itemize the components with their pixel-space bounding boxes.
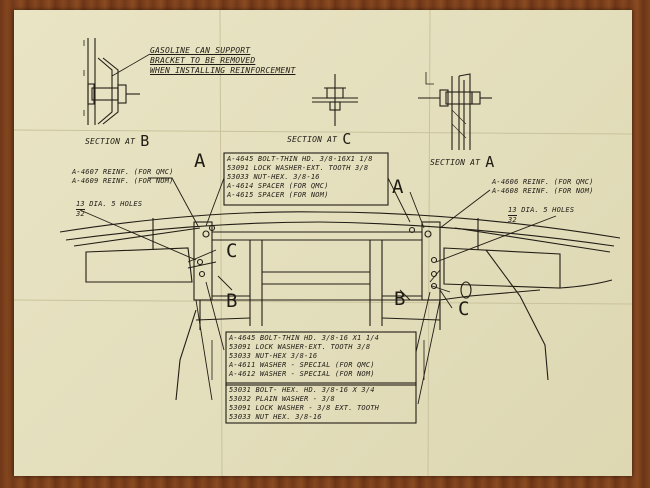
middle-parts-box: [225, 331, 417, 386]
holes-text: DIA. 5 HOLES: [89, 200, 143, 208]
bracket-note-line: WHEN INSTALLING REINFORCEMENT: [150, 66, 296, 75]
holes-note-right: 13 DIA. 5 HOLES 32: [508, 206, 575, 224]
part-line: A-4615 SPACER (FOR NOM): [227, 191, 329, 199]
part-line: 53031 BOLT- HEX. HD. 3/8-16 X 3/4: [229, 386, 375, 394]
part-line: A-4645 BOLT-THIN HD. 3/8-16 X1 1/4: [229, 334, 380, 342]
middle-parts-list: A-4645 BOLT-THIN HD. 3/8-16 X1 1/4 53091…: [229, 334, 379, 379]
section-c-detail: [312, 74, 358, 126]
callout-b-left: B: [226, 290, 238, 312]
bracket-note: GASOLINE CAN SUPPORT BRACKET TO BE REMOV…: [150, 46, 295, 76]
section-a-letter: A: [485, 153, 495, 171]
callout-a-left: A: [194, 150, 206, 172]
part-line: A-4614 SPACER (FOR QMC): [227, 182, 329, 190]
callout-c-left: C: [226, 240, 238, 262]
section-b-label: SECTION AT: [85, 137, 136, 146]
part-line: A-4606 REINF. (FOR QMC): [492, 178, 594, 186]
callout-b-right: B: [394, 288, 406, 310]
part-line: 53033 NUT-HEX 3/8-16: [229, 352, 318, 360]
part-line: A-4611 WASHER - SPECIAL (FOR QMC): [229, 361, 375, 369]
section-c-label: SECTION AT: [287, 135, 338, 144]
section-a-label: SECTION AT: [430, 158, 481, 167]
bracket-note-line: GASOLINE CAN SUPPORT: [150, 46, 251, 55]
leader-lines: [79, 177, 557, 405]
part-line: 53032 PLAIN WASHER - 3/8: [229, 395, 335, 403]
part-line: A-4609 REINF. (FOR NOM): [72, 177, 174, 185]
section-b-title: SECTION AT B: [85, 132, 149, 150]
truck-bed-assembly: [59, 211, 621, 401]
part-line: 53033 NUT-HEX. 3/8-16: [227, 173, 320, 181]
section-c-title: SECTION AT C: [287, 130, 351, 148]
part-line: A-4608 REINF. (FOR NOM): [492, 187, 594, 195]
callout-c-right: C: [458, 298, 470, 320]
section-b-detail: [83, 38, 151, 125]
fold-creases: [13, 9, 633, 477]
part-line: A-4612 WASHER - SPECIAL (FOR NOM): [229, 370, 375, 378]
part-line: 53033 NUT HEX. 3/8-16: [229, 413, 322, 421]
holes-text: DIA. 5 HOLES: [521, 206, 575, 214]
part-line: A-4607 REINF. (FOR QMC): [72, 168, 174, 176]
part-line: 53091 LOCK WASHER-EXT. TOOTH 3/8: [227, 164, 369, 172]
section-a-title: SECTION AT A: [430, 153, 494, 171]
holes-note-left: 13 DIA. 5 HOLES 32: [76, 200, 143, 218]
section-a-detail: [418, 72, 492, 150]
hole-diameter-numerator: 13: [508, 206, 517, 214]
upper-parts-list: A-4645 BOLT-THIN HD. 3/8-16X1 1/8 53091 …: [227, 155, 373, 200]
hole-diameter-denominator: 32: [76, 209, 85, 218]
bracket-note-line: BRACKET TO BE REMOVED: [150, 56, 256, 65]
callout-a-right: A: [392, 176, 404, 198]
section-b-letter: B: [140, 132, 150, 150]
left-reinforcement-list: A-4607 REINF. (FOR QMC) A-4609 REINF. (F…: [72, 168, 174, 186]
part-line: A-4645 BOLT-THIN HD. 3/8-16X1 1/8: [227, 155, 373, 163]
part-line: 53091 LOCK WASHER - 3/8 EXT. TOOTH: [229, 404, 380, 412]
lower-parts-box: [225, 382, 417, 424]
hole-diameter-denominator: 32: [508, 215, 517, 224]
section-c-letter: C: [342, 130, 352, 148]
hole-diameter-numerator: 13: [76, 200, 85, 208]
part-line: 53091 LOCK WASHER-EXT. TOOTH 3/8: [229, 343, 371, 351]
right-reinforcement-list: A-4606 REINF. (FOR QMC) A-4608 REINF. (F…: [492, 178, 594, 196]
lower-parts-list: 53031 BOLT- HEX. HD. 3/8-16 X 3/4 53032 …: [229, 386, 379, 422]
